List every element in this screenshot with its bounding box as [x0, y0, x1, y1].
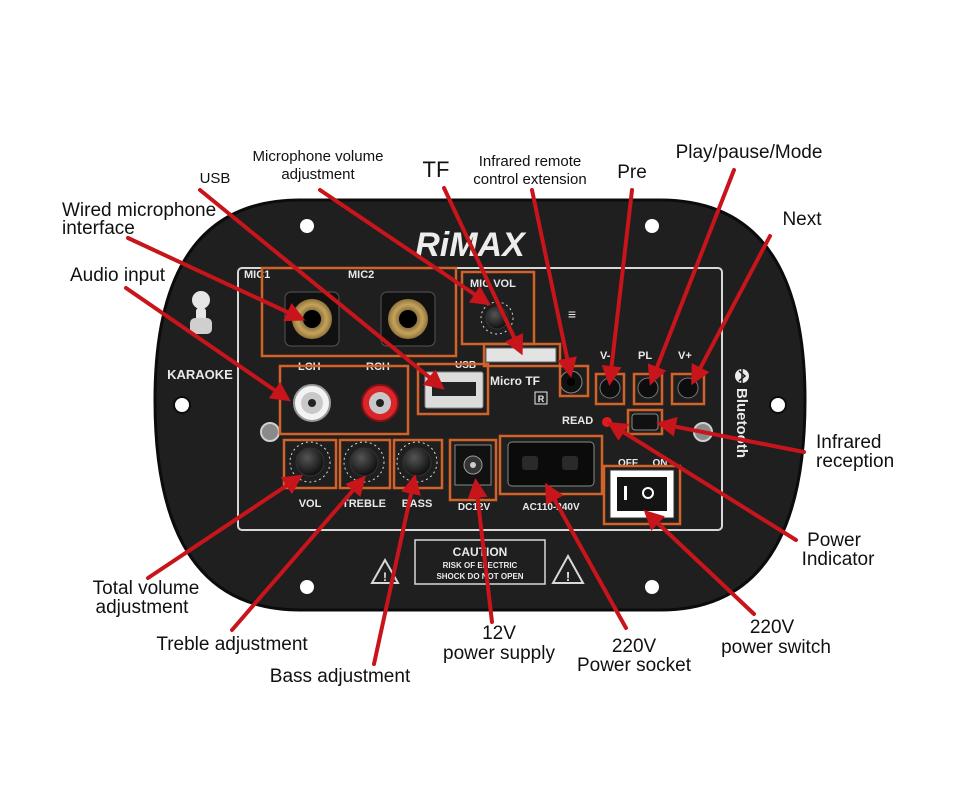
callout-total-volume-2: adjustment — [96, 597, 190, 618]
callout-bass: Bass adjustment — [270, 666, 411, 687]
power-switch[interactable] — [609, 469, 675, 519]
bluetooth-icon — [735, 369, 749, 383]
callout-labels: USB Microphone volume adjustment TF Infr… — [62, 142, 894, 687]
arrow-pre — [601, 188, 634, 386]
arrow-power-indicator — [606, 421, 798, 542]
caution-label-box: CAUTION RISK OF ELECTRIC SHOCK DO NOT OP… — [414, 539, 546, 585]
callout-ir-reception-2: reception — [816, 451, 894, 472]
callout-socket-2: Power socket — [577, 655, 692, 676]
callout-next: Next — [782, 209, 822, 230]
callout-power-indicator-1: Power — [807, 530, 862, 551]
mic2-label: MIC2 — [348, 269, 374, 281]
arrow-12v — [467, 478, 494, 624]
tf-mark: R — [538, 394, 545, 404]
arrow-wired-mic — [126, 236, 306, 322]
ir-extension-jack[interactable] — [559, 370, 583, 394]
arrow-usb — [198, 188, 445, 390]
off-label: OFF — [618, 458, 638, 469]
micro-tf-label: Micro TF — [490, 374, 540, 388]
callout-12v-2: power supply — [443, 643, 555, 664]
rca-left-jack[interactable] — [293, 384, 331, 422]
callout-mic-volume-1: Microphone volume — [253, 148, 384, 165]
next-box — [670, 372, 706, 406]
on-label: ON — [653, 458, 668, 469]
mounting-hole — [173, 396, 191, 414]
dc-label: DC12V — [458, 502, 491, 513]
mounting-hole — [769, 396, 787, 414]
mic2-jack[interactable] — [380, 291, 436, 347]
arrow-bass — [372, 474, 421, 666]
callout-audio-input: Audio input — [70, 265, 166, 286]
callout-wired-mic-1: Wired microphone — [62, 200, 216, 221]
mounting-hole — [300, 219, 314, 233]
callout-switch-2: power switch — [721, 637, 831, 658]
callout-usb: USB — [200, 170, 231, 187]
callout-switch-1: 220V — [750, 617, 795, 638]
callout-ir-remote-1: Infrared remote — [479, 153, 582, 170]
v-minus-label: V- — [600, 350, 611, 362]
warning-triangle-icon: ! — [551, 553, 585, 584]
v-plus-label: V+ — [678, 350, 692, 362]
rca-right-jack[interactable] — [361, 384, 399, 422]
usb-box — [416, 362, 490, 416]
usb-label: USB — [455, 360, 476, 371]
caution-line-1: RISK OF ELECTRIC — [443, 561, 518, 570]
mounting-hole — [645, 219, 659, 233]
vol-label: VOL — [299, 498, 322, 510]
switch-box — [602, 464, 682, 526]
caution-line-2: SHOCK DO NOT OPEN — [436, 572, 523, 581]
dc-power-jack[interactable] — [454, 444, 492, 486]
total-volume-knob[interactable] — [289, 441, 331, 483]
mic1-jack[interactable] — [284, 291, 340, 347]
arrow-220v-switch — [643, 509, 756, 616]
vol-box — [282, 438, 338, 490]
callout-arrows — [124, 168, 806, 666]
callout-socket-1: 220V — [612, 636, 657, 657]
read-label: READ — [562, 415, 593, 427]
bluetooth-label: Bluetooth — [733, 388, 750, 458]
arrow-play — [647, 168, 736, 386]
mic-jacks-box — [260, 266, 458, 358]
arrow-mic-volume — [318, 188, 491, 306]
callout-mic-volume-2: adjustment — [281, 166, 355, 183]
arrow-treble — [230, 475, 366, 632]
arrow-total-volume — [146, 474, 303, 580]
ac-power-socket[interactable] — [507, 441, 595, 487]
usb-port[interactable] — [424, 371, 484, 409]
callout-power-indicator-2: Indicator — [802, 549, 876, 570]
screw-icon — [260, 422, 280, 442]
arrow-ir-extension — [530, 188, 577, 378]
svg-text:!: ! — [566, 569, 570, 584]
mounting-hole — [300, 580, 314, 594]
mic1-label: MIC1 — [244, 269, 270, 281]
callout-12v-1: 12V — [482, 623, 516, 644]
mounting-hole — [645, 580, 659, 594]
pl-label: PL — [638, 350, 652, 362]
callout-ir-reception-1: Infrared — [816, 432, 881, 453]
arrow-audio-input — [124, 286, 291, 402]
play-pause-button[interactable] — [637, 377, 659, 399]
arrow-220v-socket — [545, 482, 628, 630]
arrow-tf — [442, 186, 524, 356]
treble-label: TREBLE — [342, 498, 386, 510]
callout-total-volume-1: Total volume — [93, 578, 200, 599]
dc-box — [448, 438, 498, 502]
warning-triangle-icon: ! — [370, 557, 400, 584]
ir-receiver — [631, 413, 659, 431]
caution-title: CAUTION — [453, 545, 508, 559]
ac-label: AC110-240V — [522, 502, 580, 513]
svg-text:!: ! — [383, 570, 387, 584]
callout-ir-remote-2: control extension — [473, 171, 586, 188]
callout-tf: TF — [423, 157, 450, 182]
arrow-next — [691, 234, 772, 386]
callout-play: Play/pause/Mode — [676, 142, 823, 163]
ir-extension-icon: ≡ — [568, 306, 576, 322]
callout-wired-mic-2: interface — [62, 218, 135, 239]
callout-pre: Pre — [617, 162, 647, 183]
arrow-ir-reception — [656, 416, 806, 454]
microphone-hand-icon — [190, 291, 212, 334]
karaoke-label: KARAOKE — [167, 367, 233, 382]
callout-treble: Treble adjustment — [156, 634, 308, 655]
